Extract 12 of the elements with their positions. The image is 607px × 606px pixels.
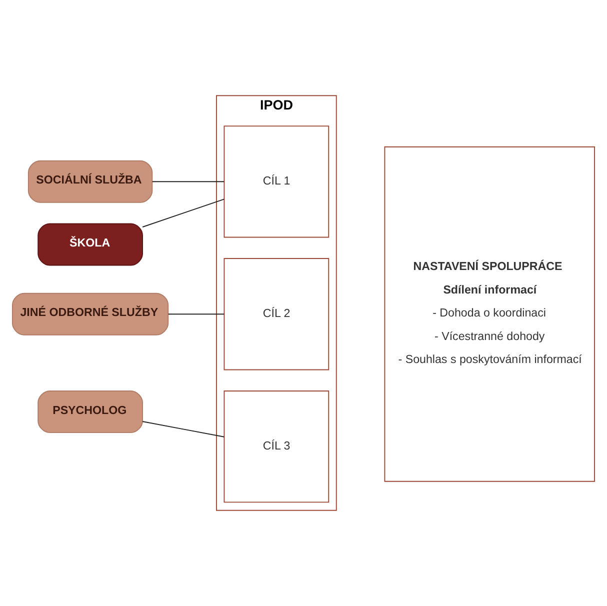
- node-box: CÍL 2: [224, 258, 330, 370]
- node-box: ŠKOLA: [38, 223, 143, 266]
- node-box: CÍL 1: [224, 126, 330, 238]
- connector: [152, 181, 225, 182]
- node-box: CÍL 3: [224, 390, 330, 503]
- node-box: JINÉ ODBORNÉ SLUŽBY: [12, 292, 169, 336]
- connector: [142, 198, 225, 228]
- node-box: SOCIÁLNÍ SLUŽBA: [28, 160, 153, 203]
- node-box: NASTAVENÍ SPOLUPRÁCE Sdílení informací - Dohoda o koordinaci - Vícestranné dohody - Souhlas s poskytováním informací: [384, 146, 596, 482]
- node-box: PSYCHOLOG: [38, 390, 143, 434]
- connector: [168, 314, 225, 315]
- connector: [142, 421, 225, 438]
